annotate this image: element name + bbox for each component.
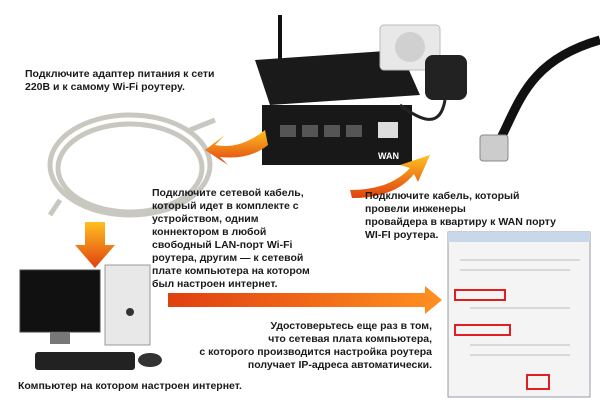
text-line: провайдера в квартиру к WAN порту	[365, 216, 557, 228]
wan-connector-icon	[479, 134, 509, 162]
text-line: Удостоверьтесь еще раз в том,	[270, 320, 432, 332]
text-line: устройством, одним	[152, 213, 259, 225]
wan-port-label: WAN	[378, 151, 399, 161]
power-adapter-icon	[399, 55, 467, 121]
router-icon: WAN	[255, 15, 420, 165]
text-line: получает IP-адреса автоматически.	[247, 359, 432, 371]
text-line: что сетевая плата компьютера,	[268, 333, 432, 345]
text-line: коннектором в любой	[152, 226, 267, 238]
lan-instruction: Подключите сетевой кабель, который идет …	[152, 187, 310, 291]
text-line: с которого производится настройка роутер…	[199, 346, 432, 358]
text-line: роутера, другим — к сетевой	[152, 252, 304, 264]
text-line: WI-FI роутера.	[365, 229, 439, 241]
text-line: Подключите кабель, который	[365, 190, 520, 202]
ip-instruction: Удостоверьтесь еще раз в том, что сетева…	[199, 320, 432, 372]
computer-icon	[19, 264, 162, 370]
wan-cable-icon	[495, 35, 600, 143]
text-line: который идет в комплекте с	[152, 200, 299, 212]
text-line: провели инженеры	[365, 203, 466, 215]
wan-instruction: Подключите кабель, который провели инжен…	[365, 190, 556, 242]
settings-dialog-icon	[447, 231, 591, 398]
text-line: был настроен интернет.	[152, 278, 278, 290]
power-socket-icon	[379, 24, 441, 71]
power-instruction: Подключите адаптер питания к сети 220В и…	[25, 68, 215, 93]
text-line: Подключите сетевой кабель,	[152, 187, 304, 199]
arrow-icon	[75, 130, 442, 314]
ethernet-cable-icon	[47, 112, 216, 218]
computer-caption: Компьютер на котором настроен интернет.	[18, 380, 242, 392]
text-line: плате компьютера на котором	[152, 265, 310, 277]
text-line: свободный LAN-порт Wi-Fi	[152, 239, 293, 251]
